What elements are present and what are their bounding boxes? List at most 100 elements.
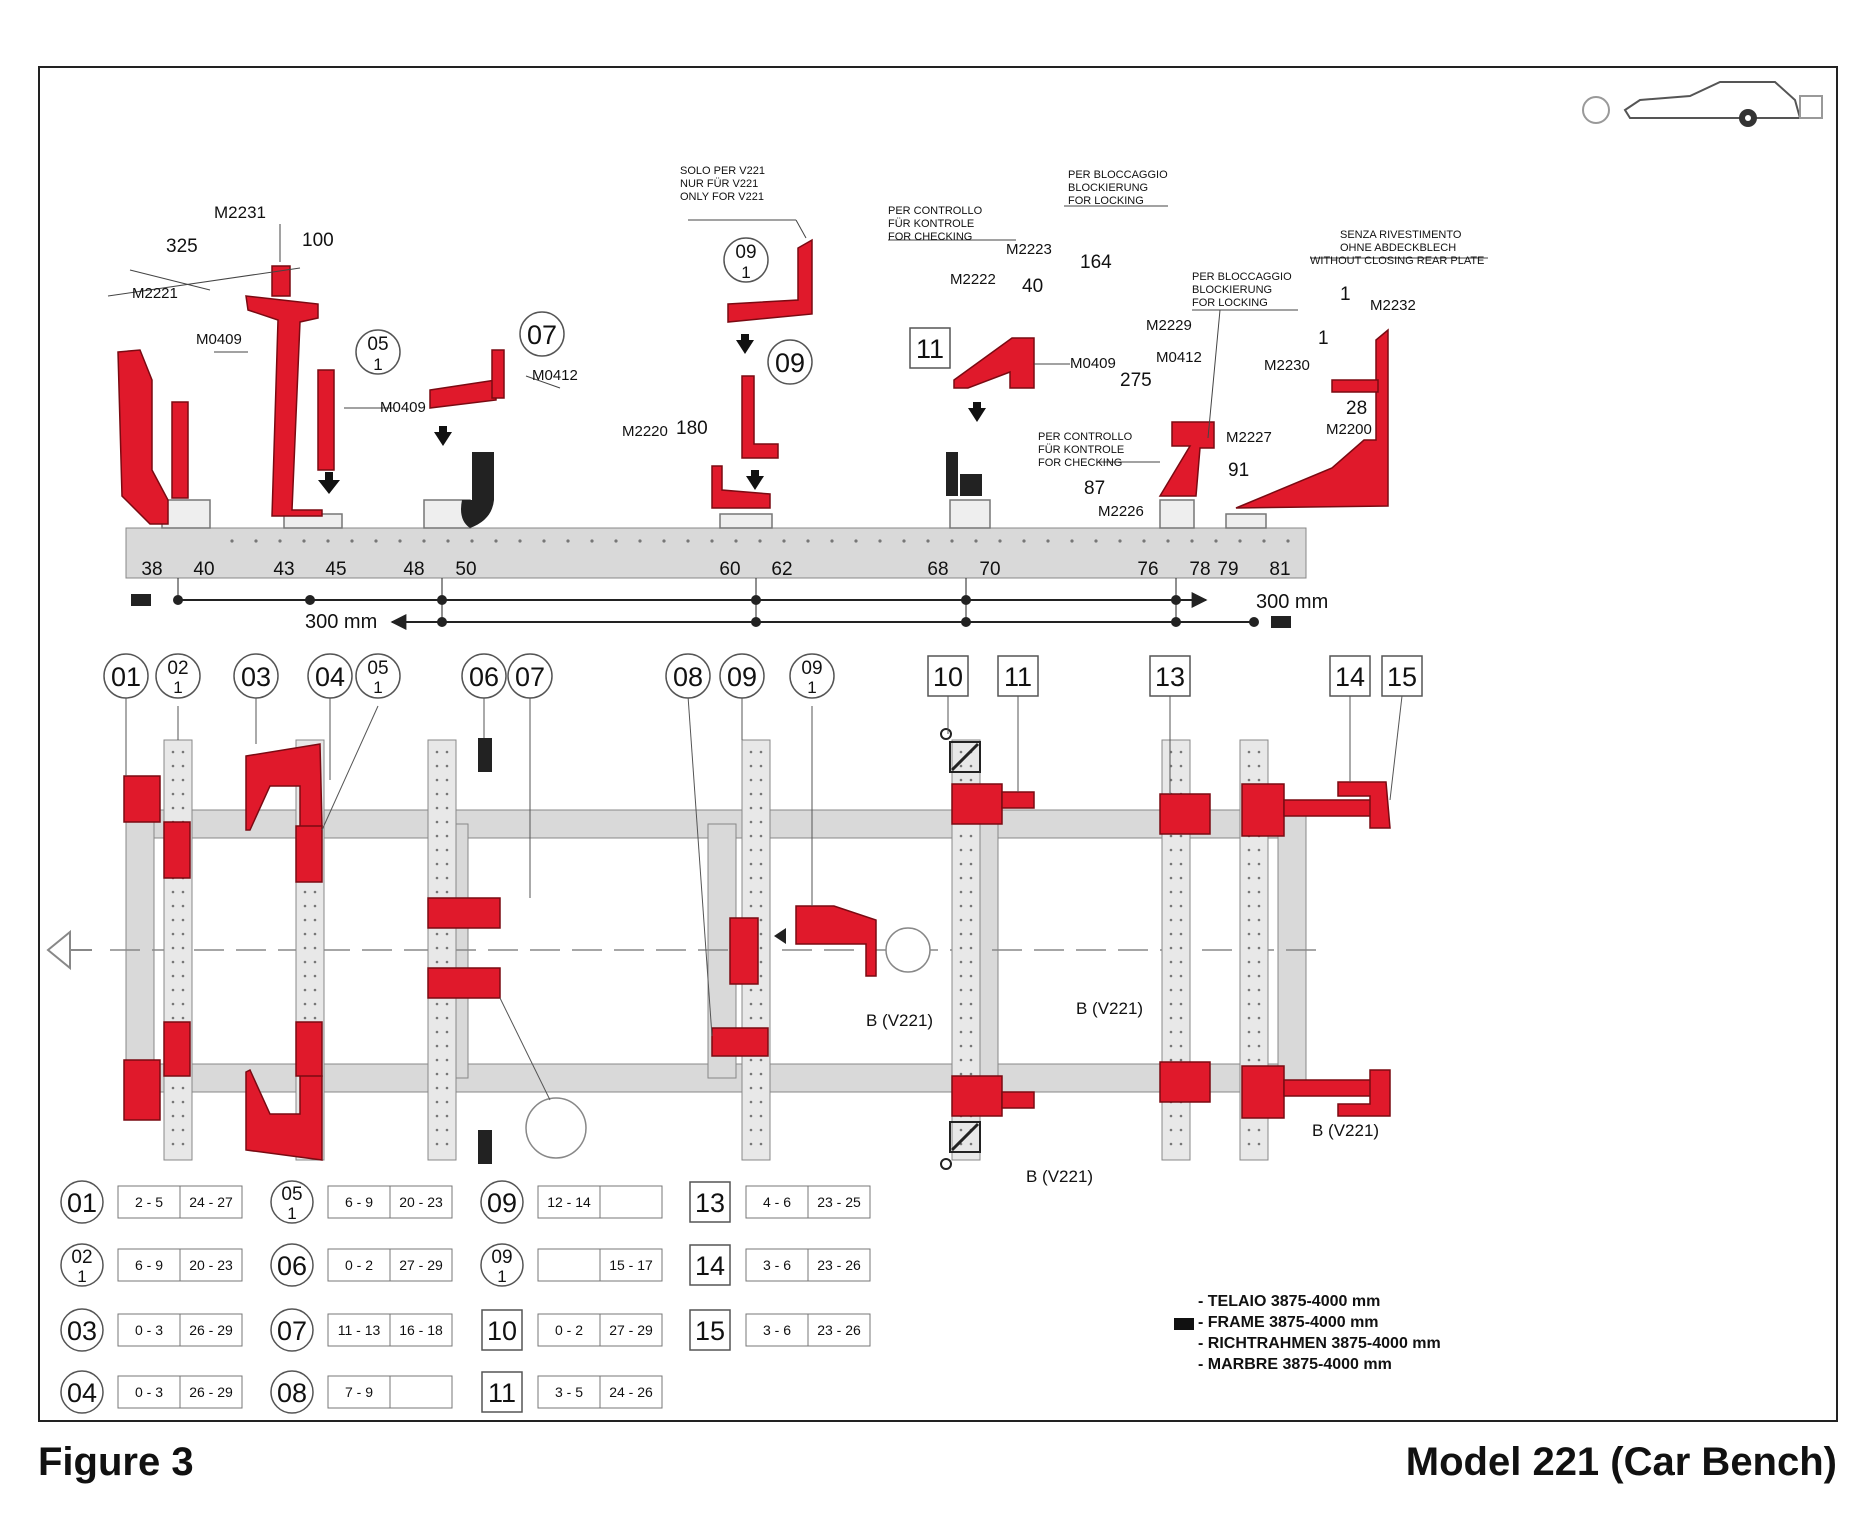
plan-fixtures <box>123 743 1391 1161</box>
legend-range-b: 27 - 29 <box>399 1257 443 1273</box>
callout-01: 01 <box>103 653 149 699</box>
svg-text:08: 08 <box>673 662 703 692</box>
callout-13: 13 <box>1149 655 1191 697</box>
legend-range-a: 0 - 3 <box>135 1322 163 1338</box>
svg-text:14: 14 <box>1335 662 1365 692</box>
svg-text:09: 09 <box>491 1247 512 1268</box>
rail-hole <box>494 539 498 543</box>
rail-hole <box>566 539 570 543</box>
svg-text:02: 02 <box>71 1247 92 1268</box>
note-line: OHNE ABDECKBLECH <box>1340 242 1456 254</box>
svg-text:15: 15 <box>1387 662 1417 692</box>
rail-hole <box>1046 539 1050 543</box>
callout-09: 09 <box>775 348 805 378</box>
frame-legend-swatch <box>1174 1318 1194 1330</box>
code-m2230: M2230 <box>1264 357 1310 374</box>
svg-text:03: 03 <box>67 1316 97 1346</box>
scale-number: 76 <box>1137 559 1158 580</box>
code-m2229: M2229 <box>1146 317 1192 334</box>
svg-text:09: 09 <box>801 658 822 679</box>
legend-range-b: 23 - 26 <box>817 1322 861 1338</box>
svg-text:1: 1 <box>287 1204 296 1223</box>
callout-05-1: 051 <box>355 653 401 699</box>
arrows-down <box>318 334 986 494</box>
rail-hole <box>1118 539 1122 543</box>
svg-text:15: 15 <box>695 1316 725 1346</box>
legend-range-b: 16 - 18 <box>399 1322 443 1338</box>
note-line: PER BLOCCAGGIO <box>1192 271 1292 283</box>
fixture-11-elevation <box>953 337 1035 389</box>
fixture-07-elevation <box>429 349 505 409</box>
svg-text:1: 1 <box>77 1267 86 1286</box>
callout-05-1-bottom: 1 <box>373 355 382 374</box>
legend-range-b: 23 - 25 <box>817 1194 861 1210</box>
rail-hole <box>734 539 738 543</box>
legend-range-a: 4 - 6 <box>763 1194 791 1210</box>
dim-87: 87 <box>1084 478 1105 499</box>
rail-hole <box>1142 539 1146 543</box>
rail-hole <box>1070 539 1074 543</box>
rail-hole <box>854 539 858 543</box>
fixture-03-elevation <box>245 265 323 517</box>
rail-hole <box>398 539 402 543</box>
svg-text:09: 09 <box>727 662 757 692</box>
svg-text:04: 04 <box>67 1378 97 1408</box>
rail-hole <box>830 539 834 543</box>
direction-arrow <box>46 929 92 971</box>
scale-number: 62 <box>771 559 792 580</box>
rail-hole <box>446 539 450 543</box>
rail-hole <box>1094 539 1098 543</box>
svg-text:10: 10 <box>487 1316 517 1346</box>
legend-range-b: 26 - 29 <box>189 1322 233 1338</box>
frame-legend-line: - RICHTRAHMEN 3875-4000 mm <box>1198 1335 1441 1352</box>
detail-bubbles <box>525 927 931 1159</box>
legend-range-b: 26 - 29 <box>189 1384 233 1400</box>
note-line: FOR CHECKING <box>888 231 972 243</box>
rail-hole <box>998 539 1002 543</box>
rail-hole <box>1262 539 1266 543</box>
scale-number: 38 <box>141 559 162 580</box>
top-callouts <box>355 237 951 385</box>
fixture-05-elevation <box>317 369 335 471</box>
legend-range-a: 12 - 14 <box>547 1194 591 1210</box>
svg-text:1: 1 <box>497 1267 506 1286</box>
legend-range-a: 0 - 2 <box>555 1322 583 1338</box>
svg-text:10: 10 <box>933 662 963 692</box>
svg-text:05: 05 <box>367 658 388 679</box>
fixture-09-elevation <box>711 375 779 509</box>
legend-range-a: 6 - 9 <box>345 1194 373 1210</box>
dimension-lines <box>131 578 1291 630</box>
svg-text:07: 07 <box>277 1316 307 1346</box>
legend-range-b: 20 - 23 <box>189 1257 233 1273</box>
rail-hole <box>974 539 978 543</box>
scale-number: 70 <box>979 559 1000 580</box>
callout-11: 11 <box>997 655 1039 697</box>
rail-hole <box>1022 539 1026 543</box>
rail-hole <box>422 539 426 543</box>
rail-hole <box>518 539 522 543</box>
dim-275: 275 <box>1120 370 1152 391</box>
rail-hole <box>950 539 954 543</box>
rail-hole <box>662 539 666 543</box>
callout-02-1: 021 <box>155 653 201 699</box>
svg-text:01: 01 <box>67 1188 97 1218</box>
dim-28: 28 <box>1346 398 1367 419</box>
note-line: ONLY FOR V221 <box>680 191 764 203</box>
scale-number: 60 <box>719 559 740 580</box>
note-line: SOLO PER V221 <box>680 165 765 177</box>
rail-hole <box>1214 539 1218 543</box>
legend-range-a: 0 - 2 <box>345 1257 373 1273</box>
code-m2226: M2226 <box>1098 503 1144 520</box>
svg-text:04: 04 <box>315 662 345 692</box>
svg-text:01: 01 <box>111 662 141 692</box>
svg-text:05: 05 <box>281 1184 302 1205</box>
scale-number: 78 <box>1189 559 1210 580</box>
b-v221-label: B (V221) <box>1026 1167 1093 1186</box>
legend-range-b: 15 - 17 <box>609 1257 653 1273</box>
